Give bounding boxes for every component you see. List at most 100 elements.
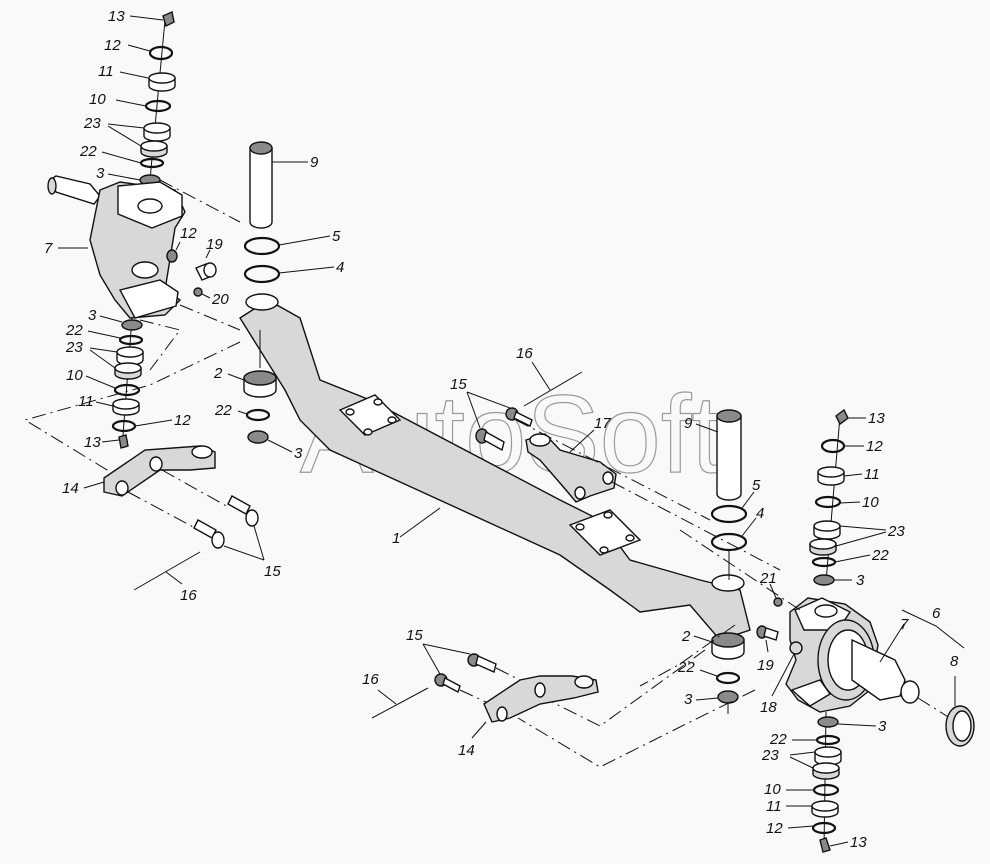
bottom-steering-arm bbox=[483, 675, 599, 723]
callout-20-left: 20 bbox=[211, 291, 229, 308]
callout-21: 21 bbox=[759, 570, 777, 587]
callout-11-left-bottom: 11 bbox=[78, 393, 94, 410]
left-kingpin bbox=[249, 141, 273, 229]
callout-12-right-bottom: 12 bbox=[766, 820, 783, 837]
left-bolt-15b bbox=[193, 519, 225, 549]
callout-2-right: 2 bbox=[681, 628, 691, 645]
callout-7-left: 7 bbox=[44, 240, 53, 257]
callout-19-right: 19 bbox=[757, 657, 774, 674]
left-lower-stack bbox=[111, 317, 144, 449]
callout-12-right-top: 12 bbox=[866, 438, 883, 455]
callout-23-right-bottom: 23 bbox=[761, 747, 779, 764]
callout-13-left-bottom: 13 bbox=[84, 434, 101, 451]
right-fitting-21 bbox=[773, 597, 783, 607]
callout-11-right-top: 11 bbox=[864, 466, 880, 483]
right-plug-18 bbox=[789, 641, 803, 655]
front-axle-beam bbox=[239, 293, 751, 641]
callout-22-right-top: 22 bbox=[871, 547, 889, 564]
left-nut-12 bbox=[166, 249, 178, 263]
left-washer-4 bbox=[243, 264, 281, 284]
callout-14-left: 14 bbox=[62, 480, 79, 497]
beam-left-bore bbox=[245, 293, 279, 311]
right-oil-seal-8 bbox=[945, 705, 975, 747]
callout-19-left: 19 bbox=[206, 236, 223, 253]
callout-10-left-bottom: 10 bbox=[66, 367, 83, 384]
left-fitting-20 bbox=[193, 287, 203, 297]
right-bolt-19 bbox=[756, 625, 779, 641]
callout-7-right: 7 bbox=[900, 616, 909, 633]
callout-16-bottom: 16 bbox=[362, 671, 379, 688]
callout-13-left-top: 13 bbox=[108, 8, 125, 25]
callout-12-left-knuckle: 12 bbox=[180, 225, 197, 242]
callout-4-left: 4 bbox=[336, 259, 344, 276]
right-upper-stack bbox=[809, 408, 849, 586]
center-bolt-15a bbox=[475, 428, 505, 452]
left-steering-arm bbox=[103, 445, 216, 497]
callout-15-center: 15 bbox=[450, 376, 467, 393]
callout-22-right-bottom: 22 bbox=[769, 731, 787, 748]
callout-18: 18 bbox=[760, 699, 777, 716]
right-washer-4 bbox=[710, 532, 748, 552]
left-rod-16 bbox=[133, 551, 201, 591]
callout-10-right-top: 10 bbox=[862, 494, 879, 511]
spring-pad-left bbox=[338, 394, 402, 436]
right-steering-knuckle bbox=[785, 597, 920, 713]
callout-13-right-bottom: 13 bbox=[850, 834, 867, 851]
callout-22-left-bearing: 22 bbox=[214, 402, 232, 419]
callout-3-right-top: 3 bbox=[856, 572, 865, 589]
callout-13-right-top: 13 bbox=[868, 410, 885, 427]
callout-6: 6 bbox=[932, 605, 941, 622]
right-bearing-2 bbox=[711, 632, 745, 660]
left-steering-knuckle bbox=[47, 175, 186, 319]
callout-3-left-bottom: 3 bbox=[88, 307, 97, 324]
right-nut-3 bbox=[717, 690, 739, 704]
callout-12-left-top: 12 bbox=[104, 37, 121, 54]
callout-11-left-top: 11 bbox=[98, 63, 114, 80]
callout-12-left-bottom: 12 bbox=[174, 412, 191, 429]
callout-1: 1 bbox=[392, 530, 400, 547]
callout-10-right-bottom: 10 bbox=[764, 781, 781, 798]
callout-22-left-bottom: 22 bbox=[65, 322, 83, 339]
callout-16-left: 16 bbox=[180, 587, 197, 604]
callout-8: 8 bbox=[950, 653, 959, 670]
callout-3-left-bearing: 3 bbox=[294, 445, 303, 462]
callout-3-right-bottom: 3 bbox=[878, 718, 887, 735]
callout-2-left: 2 bbox=[213, 365, 223, 382]
callout-9-left: 9 bbox=[310, 154, 319, 171]
callout-5-left: 5 bbox=[332, 228, 341, 245]
callout-22-left-top: 22 bbox=[79, 143, 97, 160]
left-thrust-washer-5 bbox=[243, 236, 281, 256]
callout-3-right-bearing: 3 bbox=[684, 691, 693, 708]
callout-17: 17 bbox=[594, 415, 611, 432]
callout-11-right-bottom: 11 bbox=[766, 798, 782, 815]
callout-16-center: 16 bbox=[516, 345, 533, 362]
left-bolt-19 bbox=[195, 262, 217, 281]
center-bolt-15b bbox=[505, 407, 533, 427]
left-nut-3 bbox=[247, 430, 269, 444]
callout-10-left-top: 10 bbox=[89, 91, 106, 108]
left-oring-22 bbox=[245, 408, 271, 422]
right-kingpin bbox=[716, 409, 742, 501]
callout-22-right-bearing: 22 bbox=[677, 659, 695, 676]
callout-15-left: 15 bbox=[264, 563, 281, 580]
callout-4-right: 4 bbox=[756, 505, 764, 522]
right-knuckle-assembly-bracket bbox=[901, 609, 965, 649]
callout-5-right: 5 bbox=[752, 477, 761, 494]
callout-14-bottom: 14 bbox=[458, 742, 475, 759]
left-upper-stack bbox=[139, 11, 176, 186]
beam-right-bore bbox=[711, 574, 745, 592]
left-bearing-2 bbox=[243, 370, 277, 398]
spring-pad-right bbox=[568, 509, 642, 556]
bottom-bolt-15b bbox=[434, 673, 461, 694]
callout-9-right: 9 bbox=[684, 415, 693, 432]
callout-23-left-bottom: 23 bbox=[65, 339, 83, 356]
right-oring-22 bbox=[715, 671, 741, 685]
callout-3-left-top: 3 bbox=[96, 165, 105, 182]
callout-23-right-top: 23 bbox=[887, 523, 905, 540]
bottom-rod-16 bbox=[371, 687, 429, 719]
callout-23-left-top: 23 bbox=[83, 115, 101, 132]
left-bolt-15a bbox=[227, 495, 259, 527]
right-thrust-washer-5 bbox=[710, 504, 748, 524]
center-rod-16 bbox=[523, 371, 583, 407]
